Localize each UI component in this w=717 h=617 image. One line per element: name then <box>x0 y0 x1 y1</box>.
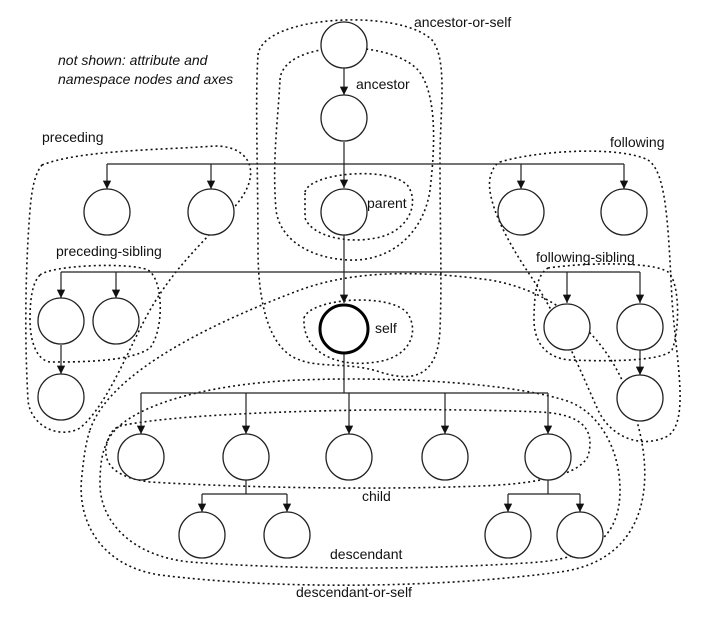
following-sibling-node-2 <box>616 303 664 351</box>
preceding-sibling-child-node <box>37 373 85 421</box>
child-node-3 <box>325 433 373 481</box>
preceding-node-2 <box>187 188 235 236</box>
label-following: following <box>610 134 664 150</box>
preceding-sibling-node-2 <box>92 297 140 345</box>
preceding-sibling-region <box>29 264 162 363</box>
preceding-node-1 <box>83 188 131 236</box>
grandchild-node-1 <box>178 511 226 559</box>
root-node <box>320 21 368 69</box>
self-node <box>318 303 370 355</box>
grandchild-node-4 <box>556 511 604 559</box>
preceding-region <box>25 145 252 433</box>
label-preceding: preceding <box>42 129 104 145</box>
label-descendant-or-self: descendant-or-self <box>296 584 412 600</box>
grandchild-node-2 <box>263 511 311 559</box>
note-line-2: namespace nodes and axes <box>58 71 233 87</box>
child-node-2 <box>222 433 270 481</box>
following-region <box>488 150 681 443</box>
parent-region <box>304 172 414 241</box>
label-descendant: descendant <box>330 546 403 562</box>
label-ancestor-or-self: ancestor-or-self <box>414 14 511 30</box>
ancestor-or-self-region <box>255 19 443 378</box>
self-region <box>303 299 414 365</box>
following-sibling-region <box>533 263 679 362</box>
child-node-4 <box>421 433 469 481</box>
child-node-1 <box>117 433 165 481</box>
following-node-2 <box>600 188 648 236</box>
following-node-1 <box>497 188 545 236</box>
following-sibling-child-node <box>616 374 664 422</box>
child-region <box>105 408 591 489</box>
descendant-region <box>99 378 621 569</box>
label-following-sibling: following-sibling <box>536 249 635 265</box>
following-sibling-node-1 <box>543 303 591 351</box>
note-line-1: not shown: attribute and <box>58 52 209 68</box>
preceding-sibling-node-1 <box>37 297 85 345</box>
label-preceding-sibling: preceding-sibling <box>56 243 162 259</box>
ancestor-node <box>320 94 368 142</box>
child-node-5 <box>524 433 572 481</box>
label-ancestor: ancestor <box>356 76 410 92</box>
grandchild-node-3 <box>484 511 532 559</box>
label-child: child <box>362 488 391 504</box>
label-self: self <box>375 320 397 336</box>
parent-node <box>320 188 368 236</box>
label-parent: parent <box>367 195 407 211</box>
